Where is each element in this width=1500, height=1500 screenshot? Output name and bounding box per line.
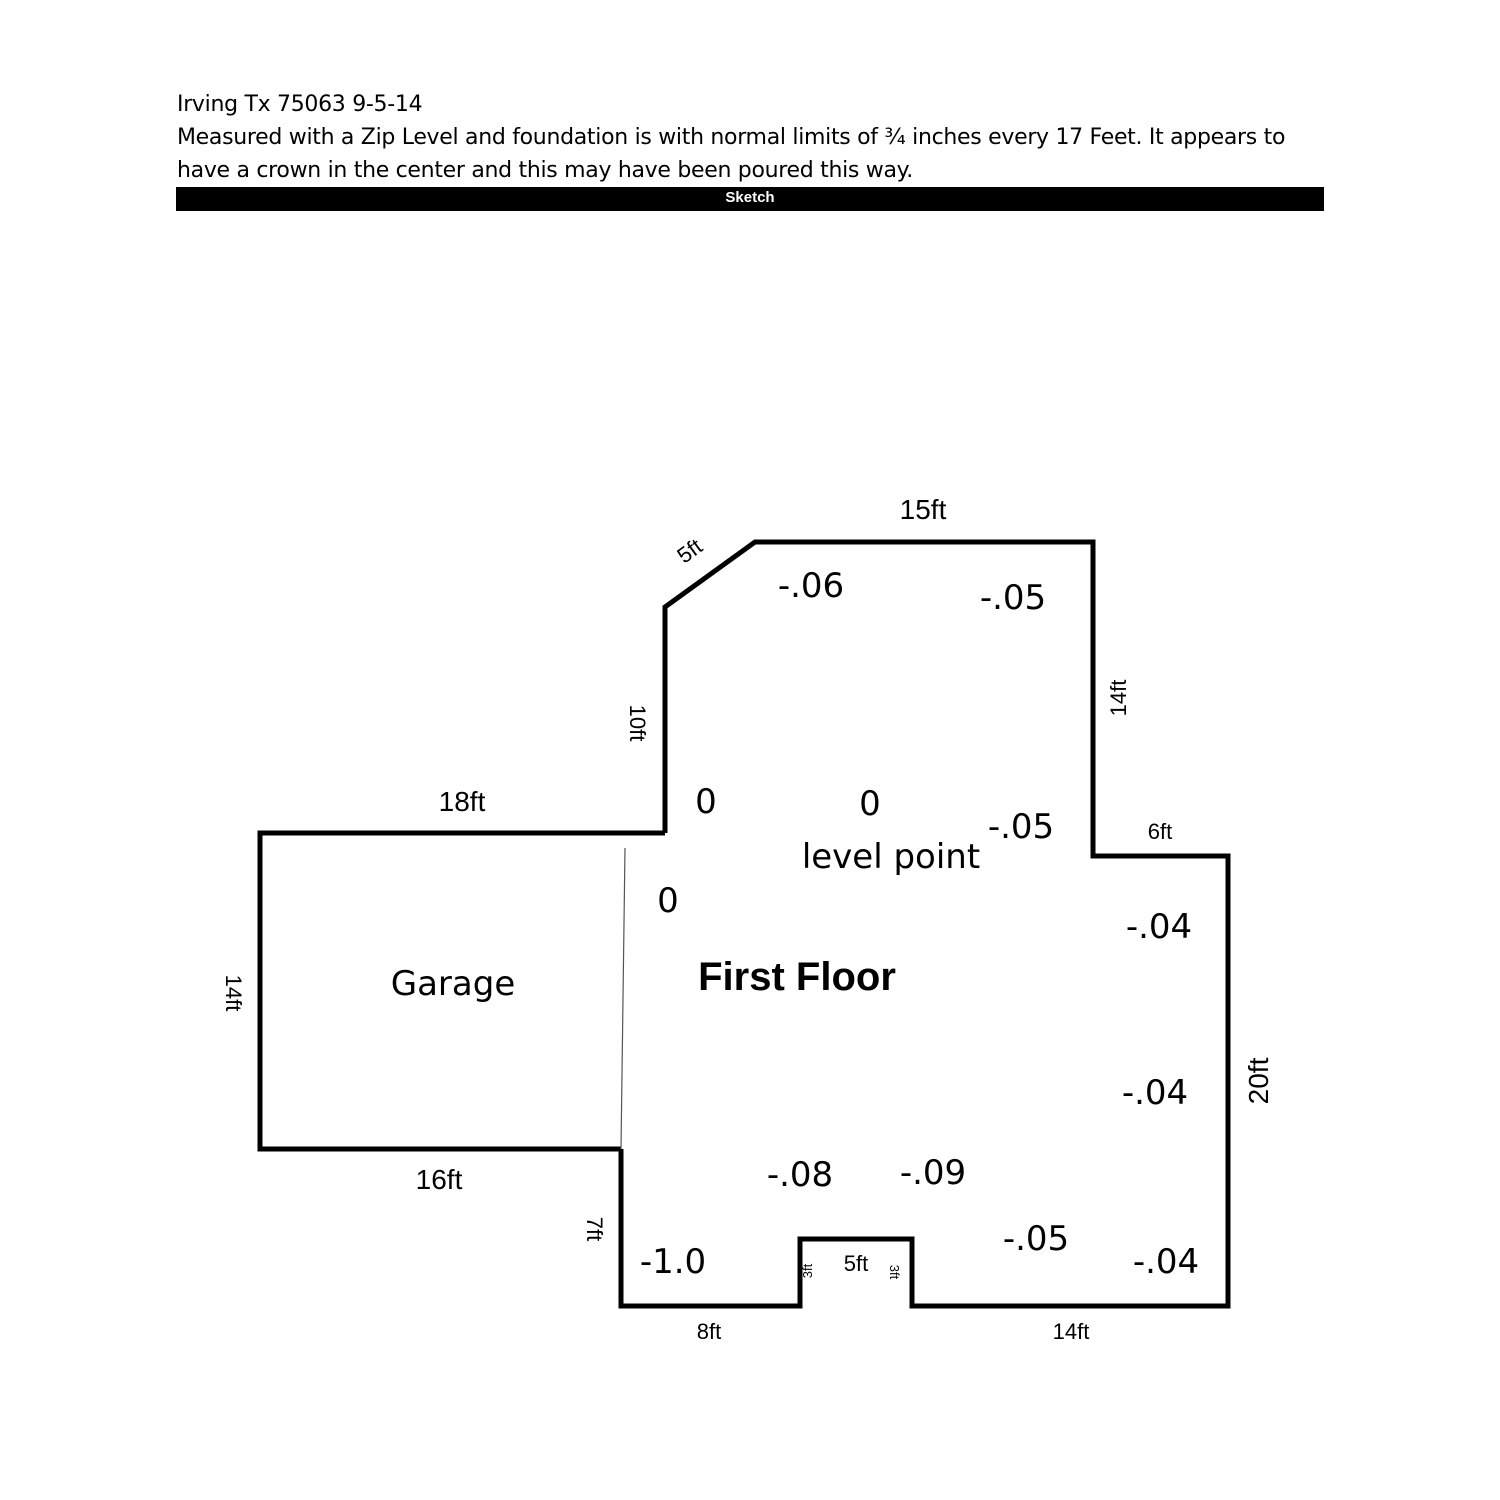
reading-bottom-corner: -1.0 (640, 1242, 706, 1282)
reading-bottom-a: -.08 (767, 1155, 833, 1195)
header-notes-line-2: have a crown in the center and this may … (177, 158, 913, 183)
reading-right-upper: -.04 (1126, 907, 1192, 947)
header-notes-line-1: Measured with a Zip Level and foundation… (177, 125, 1286, 150)
dim-garage-bottom-16ft: 16ft (416, 1164, 463, 1195)
garage-divider-line (620, 847, 626, 1150)
dim-notch-right-3ft: 3ft (887, 1265, 902, 1280)
reading-top-right: -.05 (980, 578, 1046, 618)
reading-right-lower: -.04 (1122, 1073, 1188, 1113)
dim-notch-left-3ft: 3ft (800, 1263, 815, 1278)
dim-garage-top-18ft: 18ft (439, 786, 486, 817)
dim-right-20ft: 20ft (1243, 1057, 1274, 1104)
sketch-section-bar: Sketch (176, 187, 1324, 211)
reading-top-left: -.06 (778, 566, 844, 606)
dim-diagonal-5ft: 5ft (672, 534, 706, 569)
dim-bottom-8ft: 8ft (697, 1319, 721, 1344)
reading-bottom-right: -.04 (1133, 1242, 1199, 1282)
room-label-first-floor: First Floor (698, 955, 896, 999)
room-label-garage: Garage (391, 964, 516, 1004)
dim-notch-5ft: 5ft (844, 1251, 868, 1276)
dim-left-10ft: 10ft (625, 705, 650, 742)
reading-mid-center: 0 (859, 784, 881, 824)
reading-mid-right: -.05 (988, 807, 1054, 847)
reading-left: 0 (657, 881, 679, 921)
house-outline (618, 539, 1231, 1309)
reading-bottom-b: -.09 (900, 1153, 966, 1193)
dim-top-15ft: 15ft (900, 494, 947, 525)
report-header: Irving Tx 75063 9-5-14 Measured with a Z… (177, 88, 1327, 187)
garage-outline (257, 830, 665, 1152)
reading-mid-left: 0 (695, 782, 717, 822)
dim-bottom-14ft: 14ft (1053, 1319, 1090, 1344)
dim-right-14ft: 14ft (1106, 680, 1131, 717)
dim-garage-left-14ft: 14ft (221, 975, 246, 1012)
header-address-date: Irving Tx 75063 9-5-14 (177, 92, 423, 117)
level-point-label: level point (802, 837, 980, 877)
reading-bottom-c: -.05 (1003, 1219, 1069, 1259)
dim-step-6ft: 6ft (1148, 819, 1172, 844)
dim-left-7ft: 7ft (582, 1217, 607, 1241)
